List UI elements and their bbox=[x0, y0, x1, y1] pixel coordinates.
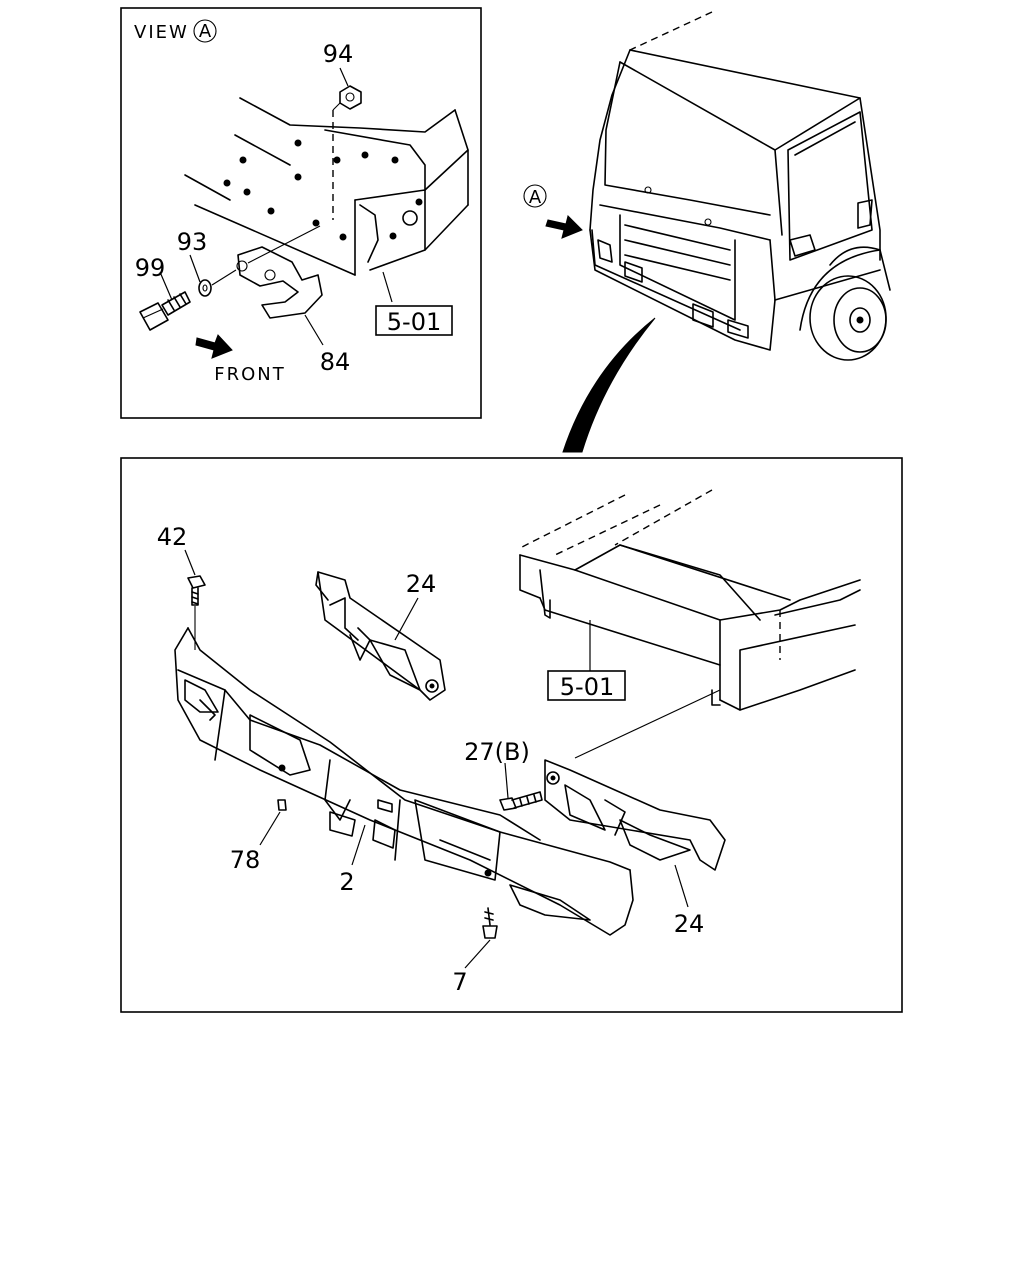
view-a-frame bbox=[120, 7, 482, 419]
ref-box-5-01-top bbox=[375, 305, 453, 336]
bumper-2 bbox=[174, 627, 634, 936]
callout-24-right: 24 bbox=[674, 910, 705, 938]
bolt-99 bbox=[139, 291, 191, 331]
ref-box-5-01-main bbox=[547, 670, 626, 701]
view-a-panel: VIEW A bbox=[120, 7, 482, 419]
nut-94 bbox=[332, 85, 362, 220]
truck-front-view: A bbox=[523, 11, 891, 453]
callout-42: 42 bbox=[157, 523, 188, 551]
bolt-27 bbox=[499, 791, 543, 811]
view-title: VIEW bbox=[134, 22, 189, 43]
view-a-marker-letter: A bbox=[529, 187, 542, 208]
ref-label-5-01-top: 5-01 bbox=[387, 308, 441, 336]
washer-93 bbox=[198, 269, 237, 297]
callout-78: 78 bbox=[230, 846, 261, 874]
chassis-frame bbox=[519, 489, 861, 711]
view-title-circle bbox=[193, 19, 217, 43]
bracket-24-left bbox=[315, 571, 446, 701]
frame-rail-detail bbox=[184, 97, 469, 276]
tow-hook-84 bbox=[236, 225, 323, 319]
callout-24-left: 24 bbox=[406, 570, 437, 598]
front-direction-arrow bbox=[195, 334, 233, 359]
callout-27b: 27(B) bbox=[464, 738, 530, 766]
view-title-circled-letter: A bbox=[199, 21, 212, 42]
bolt-42 bbox=[187, 575, 206, 650]
bracket-24-right bbox=[544, 689, 726, 871]
view-a-marker-circle bbox=[523, 184, 547, 208]
callout-7: 7 bbox=[452, 968, 467, 996]
screw-7 bbox=[482, 907, 498, 939]
front-label: FRONT bbox=[214, 364, 286, 385]
callout-94: 94 bbox=[323, 40, 354, 68]
callout-99: 99 bbox=[135, 254, 166, 282]
bumper-exploded-panel: 42 24 27(B) 78 2 7 24 5-01 bbox=[120, 457, 903, 1013]
callout-84: 84 bbox=[320, 348, 351, 376]
ref-label-5-01-main: 5-01 bbox=[560, 673, 614, 701]
callout-93: 93 bbox=[177, 228, 208, 256]
view-a-arrow bbox=[545, 215, 583, 239]
main-panel-frame bbox=[120, 457, 903, 1013]
callout-2: 2 bbox=[339, 868, 354, 896]
clip-78 bbox=[277, 799, 287, 811]
connecting-pointer bbox=[562, 317, 656, 453]
